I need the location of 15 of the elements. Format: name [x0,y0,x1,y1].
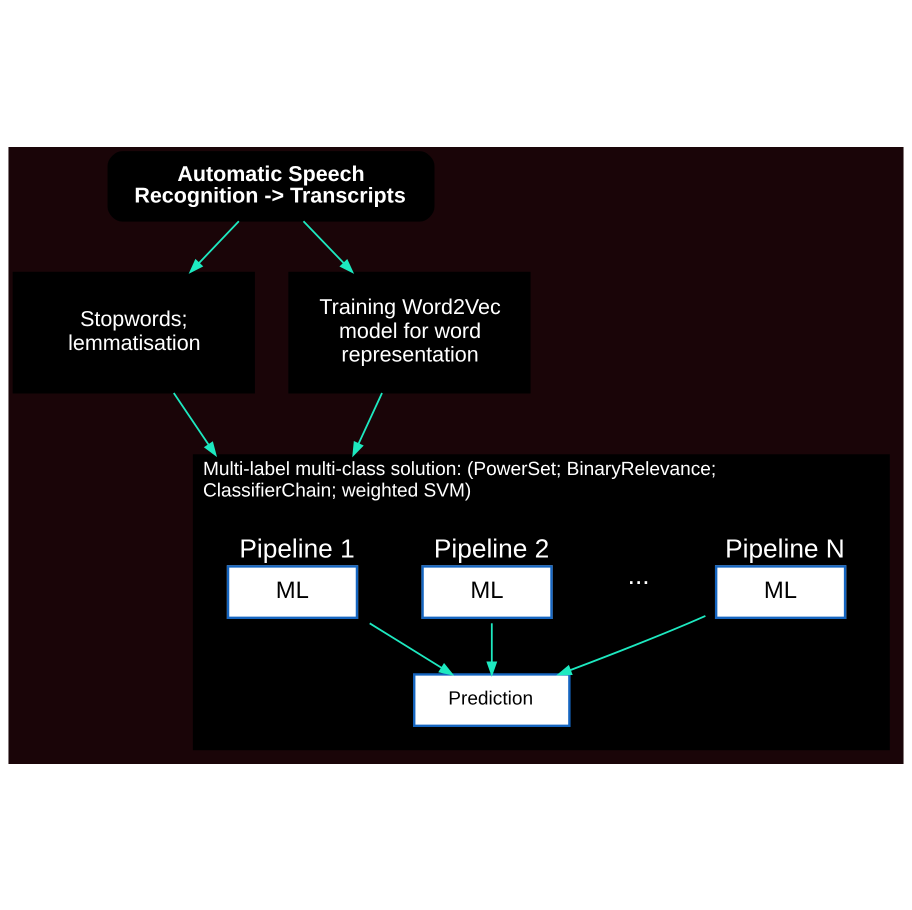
arrow [188,220,240,274]
node-label: Pipeline 2 [434,533,550,564]
arrow [369,622,454,676]
arrow [556,614,706,675]
node-box: Automatic Speech Recognition -> Transcripts [108,150,435,222]
label: ... [628,559,650,590]
arrow [486,622,498,677]
node-box: Stopwords; lemmatisation [12,271,255,393]
node-label: Pipeline N [725,533,845,564]
node-label: Pipeline 1 [239,533,355,564]
arrow [302,220,354,274]
node-box: Prediction [413,672,571,726]
node-box: Training Word2Vec model for word representation [288,271,531,393]
arrow [173,392,218,457]
arrow [352,392,383,457]
